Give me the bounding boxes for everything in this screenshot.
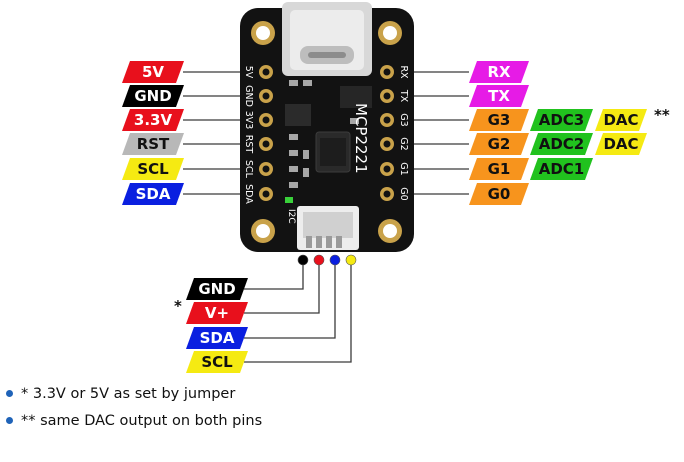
i2c-wire — [244, 262, 304, 290]
i2c-wire-dots — [297, 254, 357, 266]
right-silk-label: G3 — [398, 113, 409, 126]
ic-small — [340, 86, 372, 108]
usb-c-connector — [282, 2, 372, 76]
stemma-qt-connector — [297, 206, 359, 250]
bullet-icon — [6, 389, 13, 397]
left-pin-label: SDA — [122, 183, 184, 205]
pad-hole — [262, 190, 270, 198]
note-dac: ** same DAC output on both pins — [6, 413, 262, 429]
left-pin-label: 3.3V — [122, 109, 184, 131]
pad-hole — [383, 165, 391, 173]
right-pin-label: ADC2 — [530, 133, 593, 155]
left-silk-label: GND — [243, 85, 254, 107]
i2c-wire-dot — [329, 254, 341, 266]
right-pads — [380, 65, 394, 201]
pad-hole — [383, 190, 391, 198]
left-silk-label: SCL — [243, 160, 254, 179]
left-pin-label: 5V — [122, 61, 184, 83]
pad-hole — [383, 140, 391, 148]
right-pin-label: DAC — [595, 133, 647, 155]
right-silk-label: G0 — [398, 187, 409, 200]
i2c-pin-label: V+ — [186, 302, 248, 324]
note-dac-text: ** same DAC output on both pins — [21, 413, 263, 429]
bullet-icon — [6, 416, 13, 424]
i2c-wire-dot — [297, 254, 309, 266]
pad-hole — [383, 92, 391, 100]
right-pin-label: TX — [469, 85, 529, 107]
mounting-hole-br — [378, 219, 402, 243]
pad-hole — [383, 116, 391, 124]
chip-silkscreen: MCP2221 — [352, 103, 370, 174]
mounting-hole-tr — [378, 21, 402, 45]
i2c-silkscreen: I2C — [286, 209, 296, 224]
pad-hole — [262, 140, 270, 148]
left-silk-label: RST — [243, 135, 254, 154]
status-led — [285, 197, 293, 203]
right-pin-label: ADC1 — [530, 158, 593, 180]
right-silk-label: G2 — [398, 137, 409, 150]
right-pin-label: ADC3 — [530, 109, 593, 131]
mcp2221-chip — [315, 131, 351, 173]
right-silk-label: RX — [398, 65, 409, 79]
left-pin-label: GND — [122, 85, 184, 107]
left-silk-label: 3V3 — [243, 111, 254, 130]
right-pin-label: G3 — [469, 109, 529, 131]
passives — [289, 80, 359, 188]
i2c-wire — [244, 262, 336, 339]
regulator — [285, 104, 311, 126]
left-pin-label: SCL — [122, 158, 184, 180]
i2c-wire — [244, 262, 352, 363]
right-silk-label: TX — [398, 89, 409, 103]
pad-hole — [262, 165, 270, 173]
note-jumper-text: * 3.3V or 5V as set by jumper — [21, 386, 236, 402]
left-silk-label: SDA — [243, 184, 254, 204]
pad-hole — [262, 116, 270, 124]
i2c-pin-label: SCL — [186, 351, 248, 373]
left-silk-label: 5V — [243, 66, 254, 79]
right-pin-label: G2 — [469, 133, 529, 155]
pad-hole — [262, 92, 270, 100]
mounting-hole-bl — [251, 219, 275, 243]
pad-hole — [262, 68, 270, 76]
i2c-wire — [244, 262, 320, 314]
i2c-wire-dot — [345, 254, 357, 266]
right-silk-label: G1 — [398, 162, 409, 175]
left-pads — [259, 65, 273, 201]
i2c-wire-dot — [313, 254, 325, 266]
footnote-marker: ** — [654, 106, 670, 124]
left-pin-label: RST — [122, 133, 184, 155]
pad-hole — [383, 68, 391, 76]
footnote-marker: * — [174, 297, 182, 315]
right-pin-label: G0 — [469, 183, 529, 205]
mounting-hole-tl — [251, 21, 275, 45]
right-pin-label: RX — [469, 61, 529, 83]
right-pin-label: G1 — [469, 158, 529, 180]
i2c-pin-label: SDA — [186, 327, 248, 349]
note-jumper: * 3.3V or 5V as set by jumper — [6, 386, 235, 402]
i2c-pin-label: GND — [186, 278, 248, 300]
right-pin-label: DAC — [595, 109, 647, 131]
